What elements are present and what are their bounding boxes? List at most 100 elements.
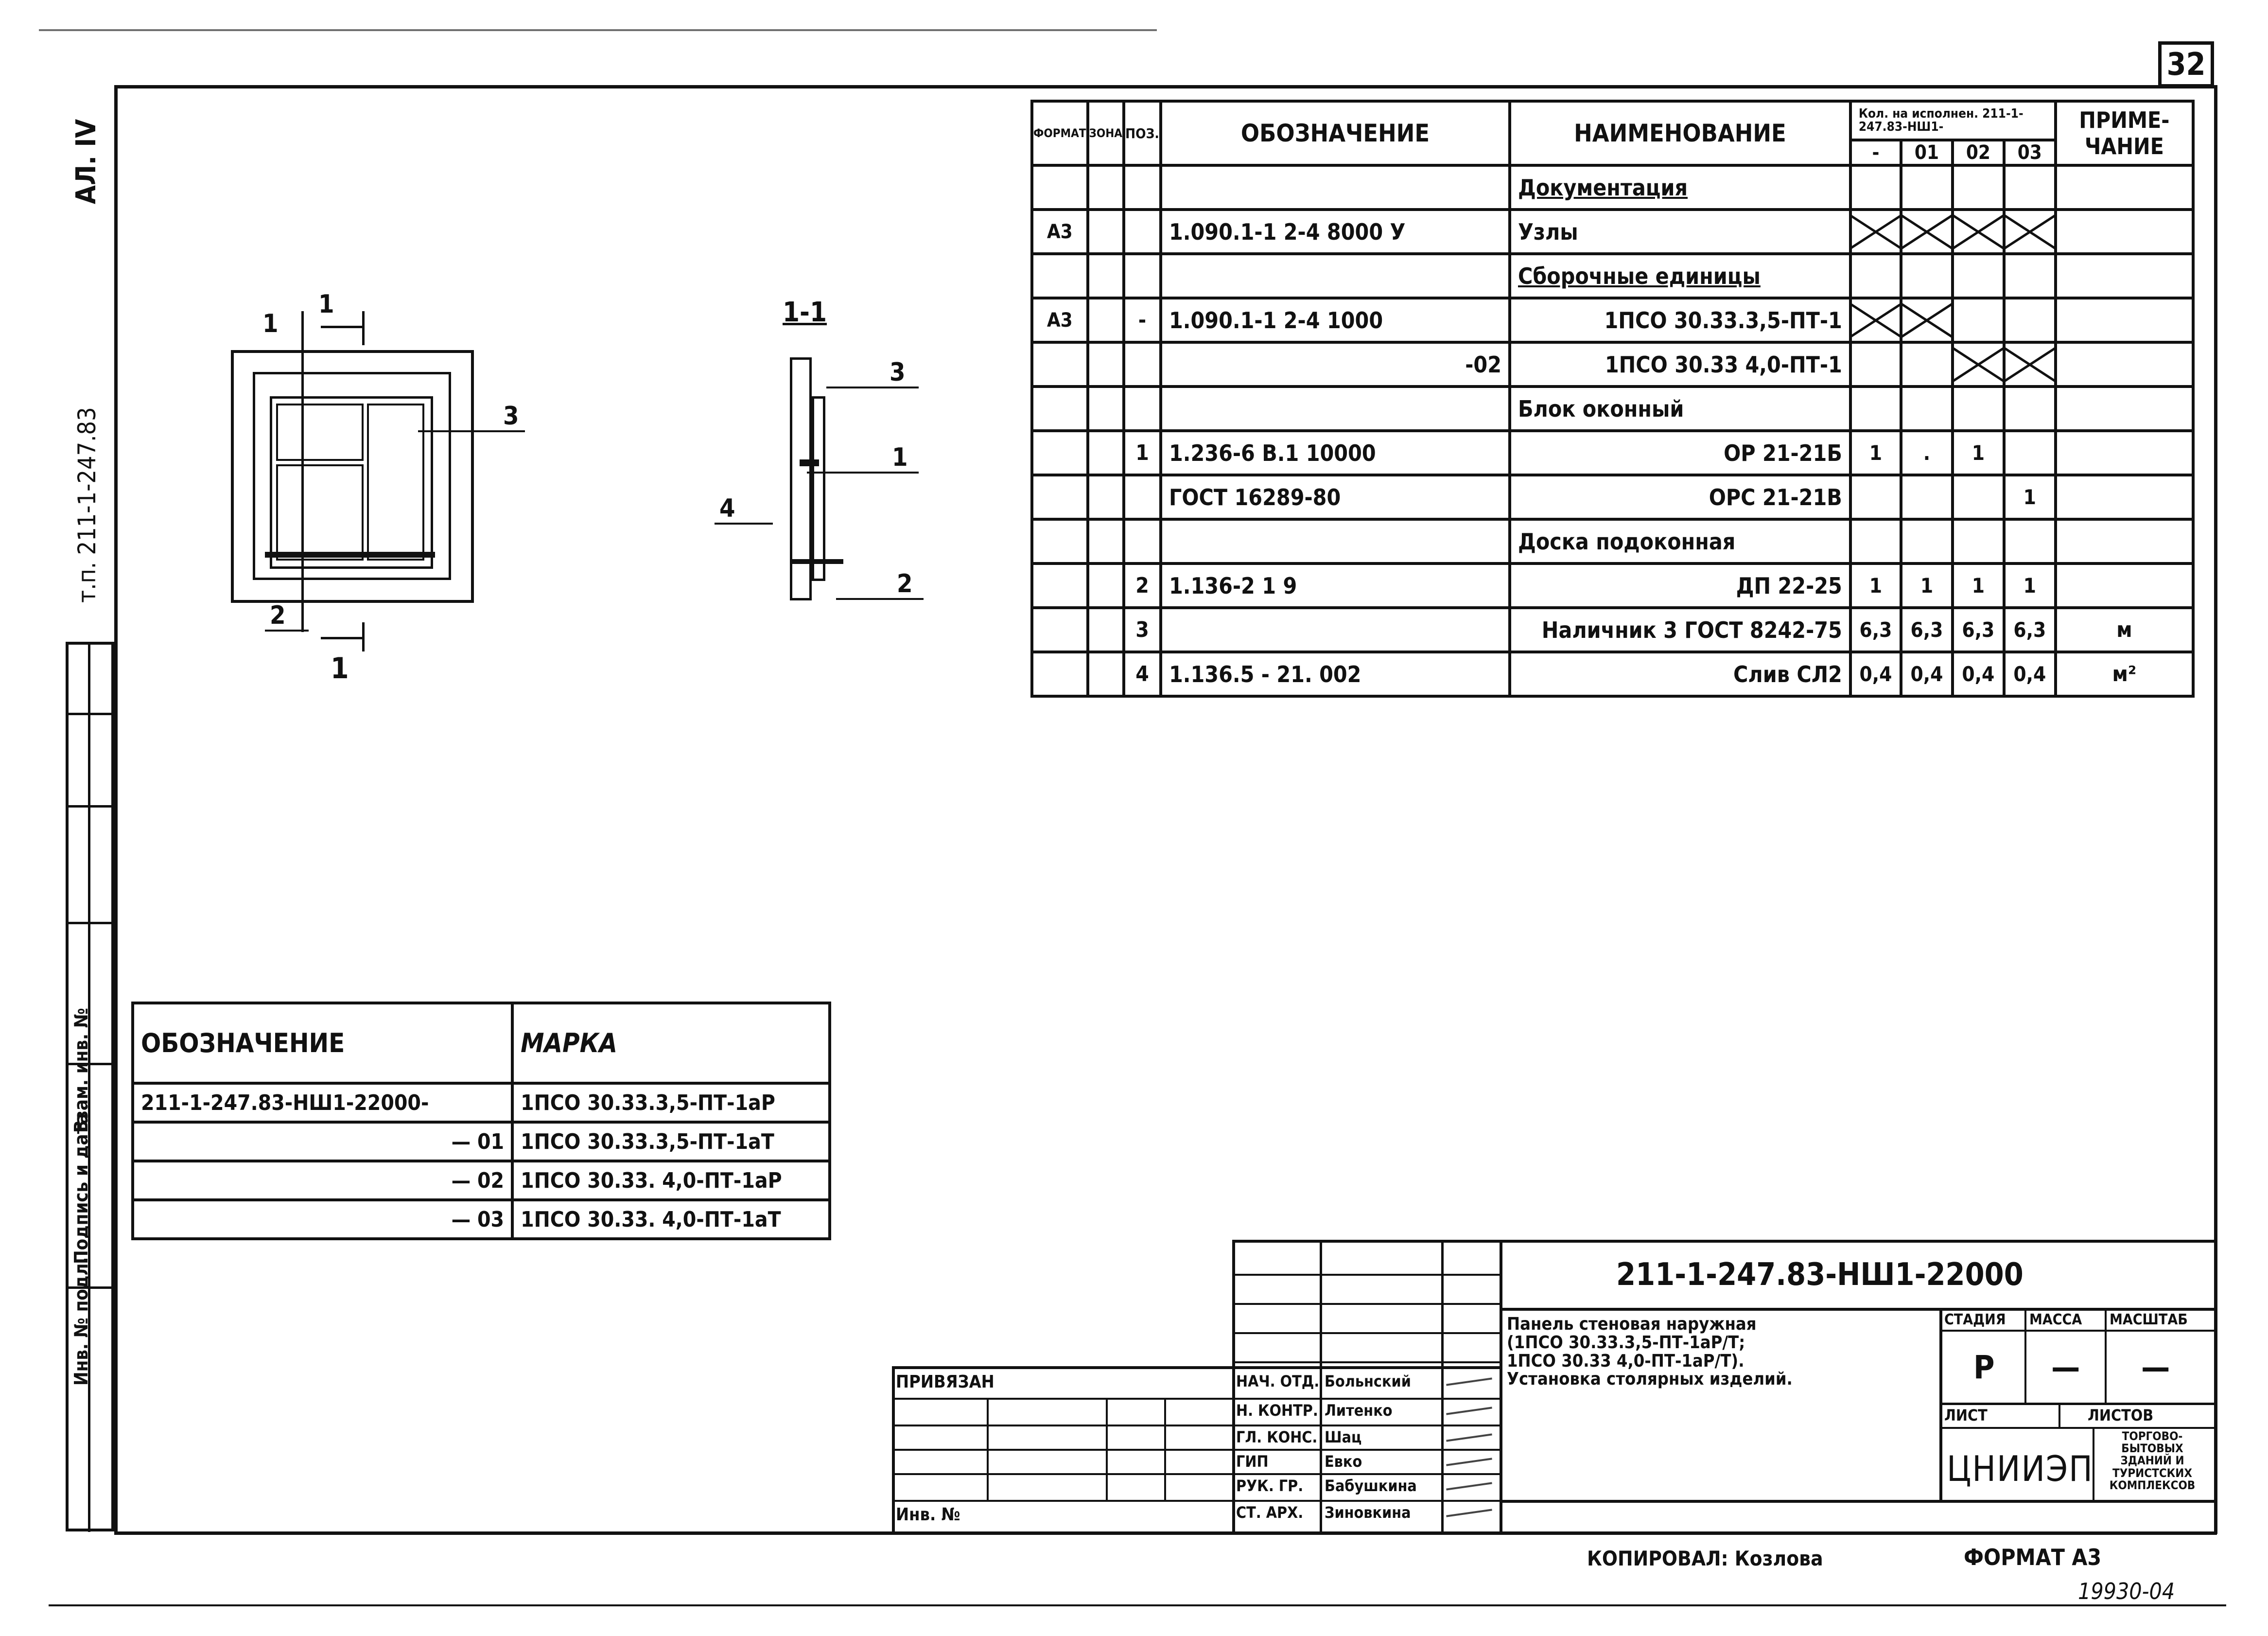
stamp-label-signature: Подпись и дата — [70, 1113, 92, 1264]
title-line-4: Установка столярных изделий. — [1507, 1369, 1793, 1390]
cross-mark — [1955, 212, 2001, 251]
spec-zone-cell — [1086, 208, 1126, 255]
mark-1-top: 1 — [262, 309, 279, 338]
cut-arrow-bottom — [321, 637, 365, 639]
col-format-header: ФОРМАТ — [1030, 100, 1089, 167]
spec-qty-cross — [1900, 297, 1954, 344]
spec-pos-cell — [1122, 385, 1162, 432]
spec-qty-cell: 6,3 — [1951, 606, 2006, 653]
spec-designation-cell: 1.090.1-1 2-4 8000 У — [1159, 208, 1512, 255]
leader-2 — [265, 630, 309, 632]
spec-qty-cross — [1951, 208, 2006, 255]
spec-format-cell — [1030, 562, 1089, 609]
section-mark-4: 4 — [719, 494, 735, 523]
section-mark-2: 2 — [897, 569, 913, 598]
spec-qty-cell — [2002, 518, 2057, 565]
spec-qty-cell: 6,3 — [2002, 606, 2057, 653]
sheet-label: ЛИСТ — [1944, 1406, 1988, 1425]
title-text: Панель стеновая наружная (1ПСО 30.33.3,5… — [1507, 1315, 1793, 1389]
frame-bottom — [114, 1531, 2217, 1535]
spec-qty-cell — [1900, 341, 1954, 388]
window-elevation — [231, 350, 474, 603]
title-line-3: 1ПСО 30.33 4,0-ПТ-1аР/Т). — [1507, 1351, 1745, 1371]
frame-right — [2214, 85, 2217, 1534]
spec-designation-cell: 1.136.5 - 21. 002 — [1159, 651, 1512, 698]
spec-format-cell: А3 — [1030, 297, 1089, 344]
spec-pos-cell — [1122, 252, 1162, 299]
spec-zone-cell — [1086, 341, 1126, 388]
spec-format-cell: А3 — [1030, 208, 1089, 255]
spec-qty-cross — [1900, 208, 1954, 255]
mark-value-cell: 1ПСО 30.33.3,5-ПТ-1аТ — [511, 1121, 831, 1162]
spec-note-cell — [2054, 385, 2195, 432]
signature-role: ГЛ. КОНС. — [1236, 1428, 1318, 1446]
spec-format-cell — [1030, 164, 1089, 211]
spec-qty-cross — [2002, 341, 2057, 388]
qty-col-2: 02 — [1951, 139, 2006, 167]
sheet-number: 32 — [2158, 41, 2214, 88]
spec-name-cell: 1ПСО 30.33.3,5-ПТ-1 — [1508, 297, 1852, 344]
section-leader-1 — [807, 472, 919, 474]
spec-name-cell: Документация — [1508, 164, 1852, 211]
spec-qty-cell: . — [1900, 429, 1954, 476]
revision-grid — [1232, 1240, 1507, 1534]
spec-note-cell: м — [2054, 606, 2195, 653]
org-name: ЦНИИЭП — [1947, 1448, 2094, 1489]
signature-role: РУК. ГР. — [1236, 1477, 1304, 1495]
mark-3-elevation: 3 — [503, 402, 519, 431]
signature-name: Зиновкина — [1325, 1503, 1411, 1522]
spec-zone-cell — [1086, 297, 1126, 344]
spec-qty-cell — [1951, 297, 2006, 344]
section-label: 1-1 — [783, 297, 827, 328]
spec-zone-cell — [1086, 562, 1126, 609]
spec-qty-cross — [1849, 297, 1903, 344]
spec-qty-cell — [1849, 341, 1903, 388]
inv-label: Инв. № — [896, 1505, 960, 1525]
spec-qty-cell — [1849, 474, 1903, 521]
spec-qty-cell: 0,4 — [1849, 651, 1903, 698]
title-line-1: Панель стеновая наружная — [1507, 1314, 1757, 1334]
mark-designation-cell: 211-1-247.83-НШ1-22000- — [131, 1082, 514, 1124]
spec-pos-cell: 3 — [1122, 606, 1162, 653]
spec-qty-cell — [2002, 385, 2057, 432]
col-qty-header: Кол. на исполнен. 211-1-247.83-НШ1- — [1849, 100, 2057, 141]
spec-qty-cell: 0,4 — [2002, 651, 2057, 698]
spec-qty-cross — [2002, 208, 2057, 255]
cut-arrow-top-tick — [362, 311, 365, 345]
mass-value: — — [2051, 1349, 2080, 1386]
qty-col-0: - — [1849, 139, 1903, 167]
spec-name-cell: ДП 22-25 — [1508, 562, 1852, 609]
qty-col-3: 03 — [2002, 139, 2057, 167]
stamp-label-replace: Взам. инв. № — [70, 1007, 92, 1133]
section-drawing — [790, 357, 843, 605]
spec-designation-cell — [1159, 606, 1512, 653]
cut-arrow-top — [321, 326, 365, 328]
spec-pos-cell — [1122, 164, 1162, 211]
spec-pos-cell — [1122, 208, 1162, 255]
col-zone-header: ЗОНА — [1086, 100, 1126, 167]
col-pos-header: ПОЗ. — [1122, 100, 1162, 167]
spec-zone-cell — [1086, 518, 1126, 565]
mark-value-cell: 1ПСО 30.33. 4,0-ПТ-1аР — [511, 1160, 831, 1201]
signature-name: Больнский — [1325, 1372, 1411, 1390]
spec-qty-cross — [1951, 341, 2006, 388]
cut-arrow-bottom-tick — [362, 622, 365, 651]
spec-name-cell: 1ПСО 30.33 4,0-ПТ-1 — [1508, 341, 1852, 388]
signature-role: ГИП — [1236, 1452, 1269, 1471]
spec-format-cell — [1030, 385, 1089, 432]
col-designation-header: ОБОЗНАЧЕНИЕ — [1159, 100, 1512, 167]
spec-qty-cell — [1900, 385, 1954, 432]
sheets-label: ЛИСТОВ — [2088, 1406, 2154, 1425]
spec-zone-cell — [1086, 385, 1126, 432]
spec-designation-cell: ГОСТ 16289-80 — [1159, 474, 1512, 521]
spec-qty-cell — [1849, 385, 1903, 432]
spec-pos-cell — [1122, 518, 1162, 565]
spec-name-cell: Доска подоконная — [1508, 518, 1852, 565]
spec-name-cell: ОР 21-21Б — [1508, 429, 1852, 476]
